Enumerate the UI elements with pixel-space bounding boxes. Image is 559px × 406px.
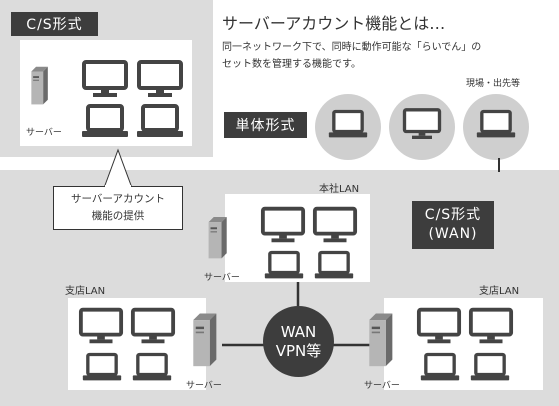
head-office-label: 本社LAN xyxy=(319,184,360,195)
wan-line-1: WAN xyxy=(280,322,317,341)
server-label: サーバー xyxy=(186,381,222,391)
cs-top-tag: C/S形式 xyxy=(11,12,98,36)
standalone-tag: 単体形式 xyxy=(224,112,307,138)
server-label: サーバー xyxy=(204,273,240,283)
branch-right-box xyxy=(384,298,543,390)
cs-wan-line-2: (WAN) xyxy=(428,226,478,242)
wan-line-2: VPN等 xyxy=(275,341,322,360)
wan-circle: WAN VPN等 xyxy=(263,306,334,377)
cs-wan-line-1: C/S形式 xyxy=(424,207,482,223)
callout-line-1: サーバーアカウント xyxy=(71,193,165,205)
cs-wan-tag: C/S形式 (WAN) xyxy=(412,201,494,249)
callout-box: サーバーアカウント 機能の提供 xyxy=(53,186,183,230)
branch-left-label: 支店LAN xyxy=(65,286,106,297)
branch-right-label: 支店LAN xyxy=(479,286,520,297)
callout-line-2: 機能の提供 xyxy=(91,210,145,222)
server-label: サーバー xyxy=(26,128,62,138)
description-line-2: セット数を管理する機能です。 xyxy=(222,59,361,70)
callout-pointer-mask xyxy=(105,185,131,188)
site-label: 現場・出先等 xyxy=(466,79,521,89)
page-title: サーバーアカウント機能とは… xyxy=(222,14,446,33)
server-label: サーバー xyxy=(364,381,400,391)
site-connector xyxy=(498,158,500,172)
description-line-1: 同一ネットワーク下で、同時に動作可能な「らいでん」の xyxy=(222,42,482,53)
